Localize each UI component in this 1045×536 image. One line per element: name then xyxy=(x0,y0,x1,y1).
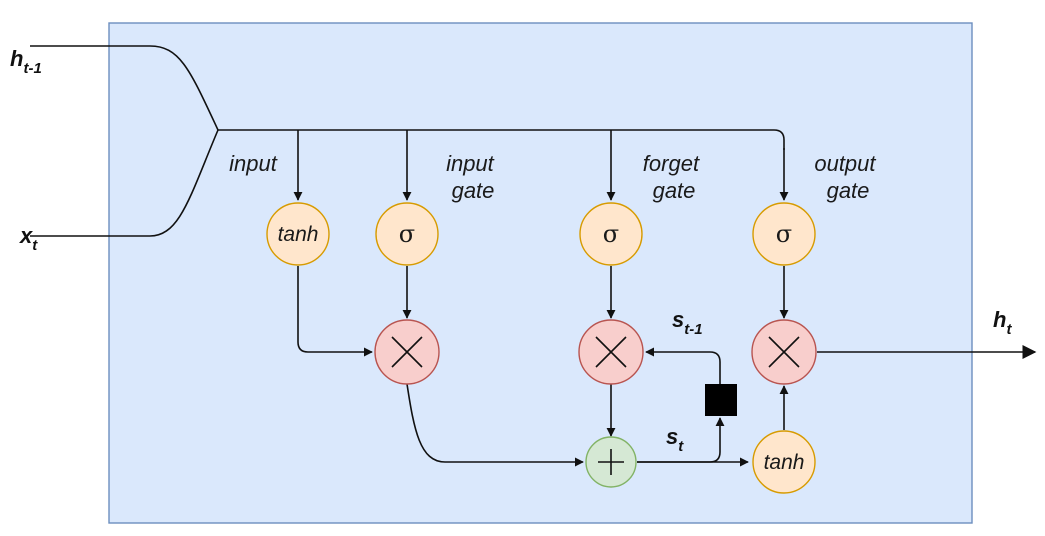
h-prev-label: ht-1 xyxy=(10,46,42,77)
forget-multiply-node xyxy=(578,319,644,385)
x-input-label: xt xyxy=(19,223,38,254)
branch-label-input: input xyxy=(229,151,278,176)
h-output-label: ht xyxy=(993,307,1012,338)
multiply-icon xyxy=(595,336,627,368)
branch-label-input-gate: input gate xyxy=(446,151,500,203)
s-prev-label: st-1 xyxy=(672,307,703,338)
input-bus-line xyxy=(218,129,785,150)
tanh-output-node: tanh xyxy=(752,430,816,494)
sigma-forget-gate-label: σ xyxy=(603,220,619,248)
input-multiply-node xyxy=(374,319,440,385)
h-prev-input-line xyxy=(30,45,219,131)
sigma-forget-gate-node: σ xyxy=(579,202,643,266)
x-input-line xyxy=(30,129,219,237)
sigma-output-gate-node: σ xyxy=(752,202,816,266)
tanh-output-label: tanh xyxy=(764,451,805,474)
s-label: st xyxy=(666,424,684,455)
branch-label-forget-gate: forget gate xyxy=(643,151,705,203)
tanh-input-label: tanh xyxy=(278,223,319,246)
delay-block xyxy=(705,384,737,416)
arrow-input-multiply-to-add xyxy=(406,383,584,467)
arrow-state-to-delay xyxy=(637,417,725,463)
state-add-node xyxy=(585,436,637,488)
tanh-input-node: tanh xyxy=(266,202,330,266)
arrow-delay-to-forget-multiply xyxy=(645,347,721,384)
branch-label-output-gate: output gate xyxy=(814,151,881,203)
output-multiply-node xyxy=(751,319,817,385)
sigma-output-gate-label: σ xyxy=(776,220,792,248)
arrow-tanh-to-input-multiply xyxy=(297,266,373,357)
multiply-icon xyxy=(391,336,423,368)
lstm-cell-box xyxy=(108,22,973,524)
sigma-input-gate-node: σ xyxy=(375,202,439,266)
plus-icon xyxy=(598,449,624,475)
sigma-input-gate-label: σ xyxy=(399,220,415,248)
multiply-icon xyxy=(768,336,800,368)
